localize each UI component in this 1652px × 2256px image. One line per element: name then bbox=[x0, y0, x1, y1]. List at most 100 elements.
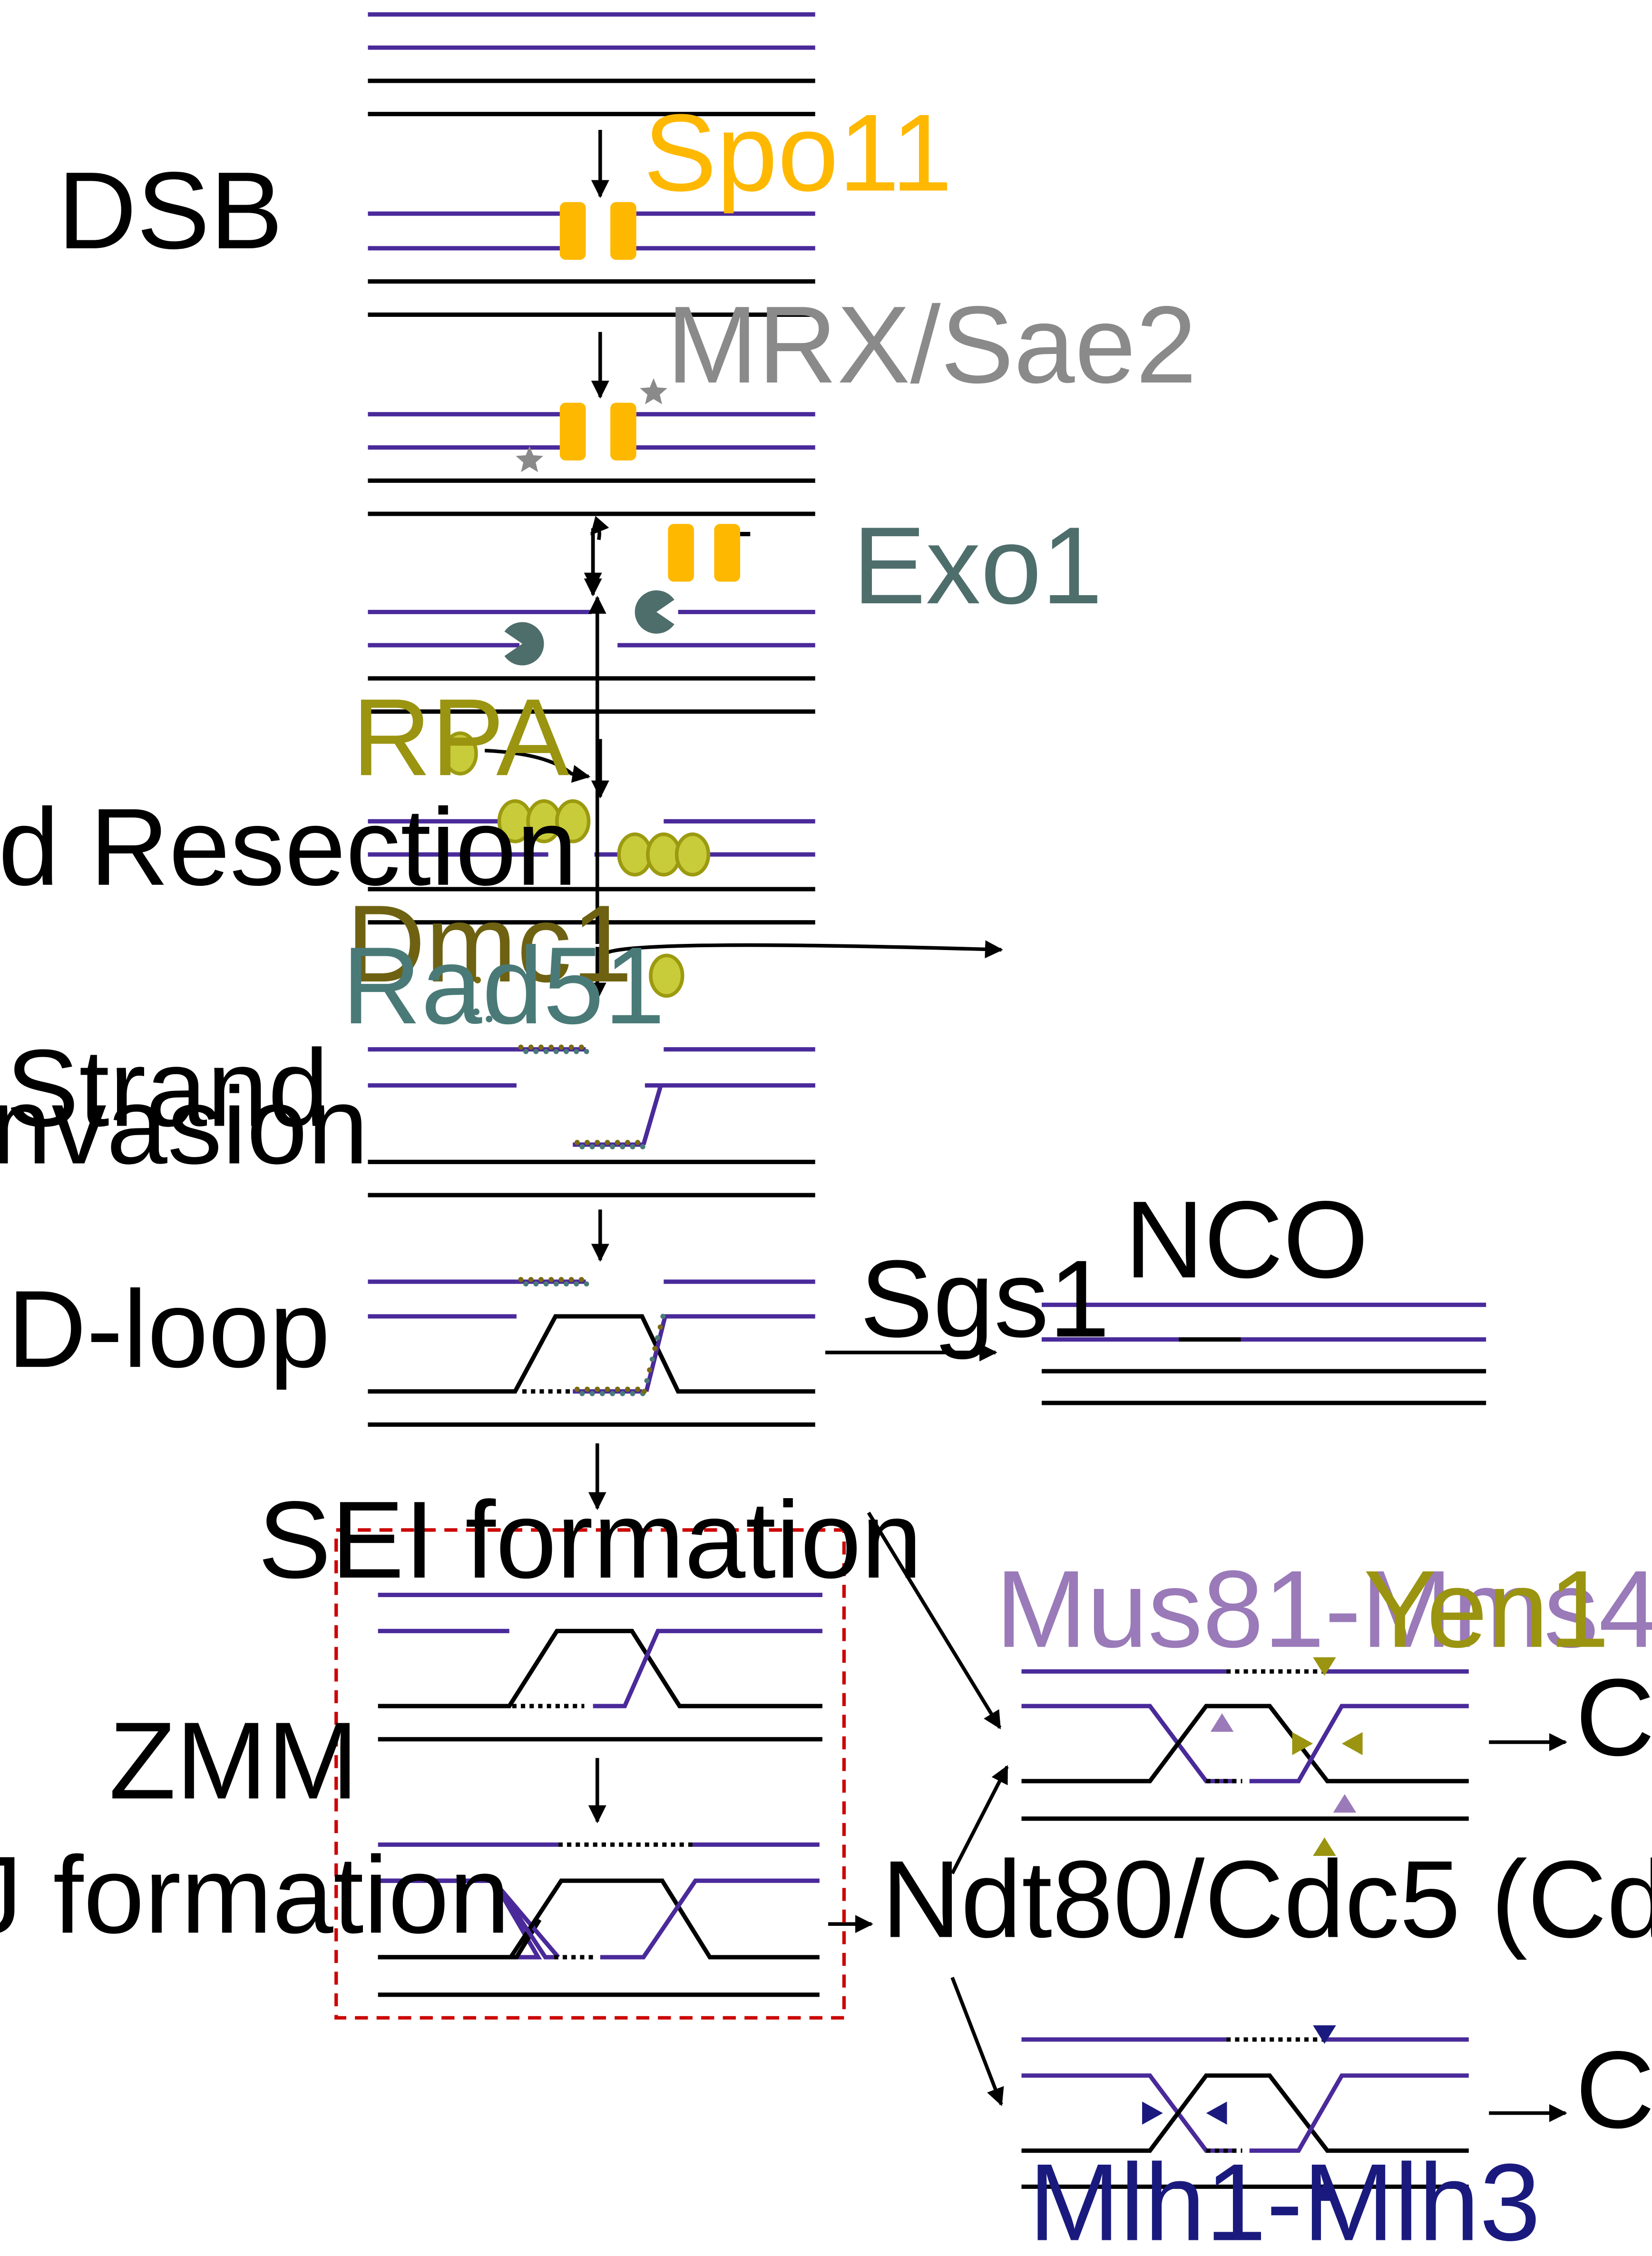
cleavage-arrowhead bbox=[1333, 1794, 1357, 1813]
rad51-dot bbox=[589, 1391, 595, 1396]
dmc1-dot bbox=[548, 1277, 554, 1283]
dmc1-dot bbox=[528, 1277, 534, 1283]
rad51-dot bbox=[599, 1391, 605, 1396]
rad51-dot bbox=[620, 1391, 626, 1396]
dna-strand bbox=[378, 1878, 820, 1960]
rpa-curved-arrow bbox=[484, 748, 591, 783]
rad51-dot bbox=[553, 1049, 559, 1054]
dmc1-legend-dot bbox=[474, 977, 481, 984]
dmc1-dot bbox=[578, 1277, 584, 1283]
rad51-dot bbox=[553, 1281, 559, 1287]
protein-shapes bbox=[442, 202, 1363, 2201]
455-hook bbox=[601, 940, 1003, 959]
label-sgs1: Sgs1 bbox=[860, 1237, 1110, 1360]
label-dhj: dHJ formation bbox=[0, 1833, 510, 1956]
rad51-dot bbox=[523, 1049, 529, 1054]
dmc1-dot bbox=[595, 1139, 600, 1145]
rpa-subunit bbox=[646, 832, 682, 877]
cleavage-arrowhead bbox=[1206, 2101, 1227, 2125]
rad51-dot bbox=[579, 1144, 585, 1149]
dmc1-dot bbox=[605, 1139, 610, 1145]
spo11-subunit bbox=[610, 402, 636, 461]
label-mus81-mms4: Mus81-Mms4 bbox=[996, 1548, 1652, 1670]
label-dloop: D-loop bbox=[7, 1267, 330, 1390]
rpa-subunit bbox=[617, 832, 653, 877]
cleavage-arrowhead bbox=[1210, 1713, 1234, 1732]
dna-strand bbox=[378, 1878, 554, 1960]
dna-strand bbox=[378, 1628, 822, 1708]
dmc1-dot bbox=[518, 1277, 524, 1283]
label-rpa: RPA bbox=[352, 676, 569, 798]
spo11-subunit bbox=[559, 402, 586, 461]
dna-strand bbox=[368, 1314, 815, 1394]
filament-dot bbox=[644, 1378, 650, 1383]
dmc1-dot bbox=[635, 1139, 641, 1145]
dmc1-dot bbox=[568, 1044, 574, 1050]
rad51-dot bbox=[533, 1049, 539, 1054]
spo11-subunit bbox=[668, 524, 694, 582]
cleavage-arrowhead bbox=[1313, 1657, 1336, 1676]
dmc1-dot bbox=[574, 1139, 580, 1145]
dna-strand bbox=[1021, 2073, 1469, 2153]
label-dsb: DSB bbox=[58, 149, 283, 272]
arrow-ndt80-to-mus81 bbox=[950, 1765, 1009, 1874]
invading-strand bbox=[641, 1085, 663, 1146]
rad51-dot bbox=[533, 1281, 539, 1287]
dmc1-legend-dot bbox=[461, 969, 468, 976]
rad51-dot bbox=[610, 1391, 616, 1396]
dna-strand bbox=[593, 1628, 822, 1708]
label-strand-2: invasion bbox=[0, 1064, 369, 1187]
rad51-dot bbox=[630, 1144, 635, 1149]
dmc1-dot bbox=[605, 1386, 610, 1392]
rad51-dot bbox=[543, 1281, 549, 1287]
cleavage-arrowhead bbox=[1313, 1837, 1336, 1856]
filament-dot bbox=[655, 1335, 660, 1341]
rpa-subunit bbox=[674, 832, 711, 877]
mrx-sae2-star bbox=[516, 446, 543, 472]
dna-strand bbox=[600, 1878, 820, 1960]
dmc1-dot bbox=[585, 1386, 590, 1392]
rpa-subunit bbox=[555, 799, 591, 844]
rad51-dot bbox=[574, 1281, 579, 1287]
rad51-dot bbox=[564, 1049, 569, 1054]
rad51-dot bbox=[543, 1049, 549, 1054]
rpa-subunit bbox=[442, 731, 478, 775]
label-yen1: Yen1 bbox=[1363, 1548, 1609, 1670]
rad51-legend-dot bbox=[472, 1008, 479, 1015]
dmc1-dot bbox=[528, 1044, 534, 1050]
label-mrx-sae2: MRX/Sae2 bbox=[666, 283, 1197, 406]
dmc1-dot bbox=[625, 1139, 630, 1145]
rpa-subunit bbox=[649, 953, 684, 998]
label-rad51: Rad51 bbox=[342, 924, 665, 1047]
dmc1-dot bbox=[615, 1139, 620, 1145]
label-nco: NCO bbox=[1125, 1178, 1369, 1301]
label-co-bottom: CO bbox=[1575, 2028, 1652, 2151]
dmc1-dot bbox=[518, 1044, 524, 1050]
dmc1-dot bbox=[585, 1139, 590, 1145]
label-resection: 5’-end Resection bbox=[0, 785, 577, 908]
dna-strand bbox=[1021, 2073, 1237, 2153]
rad51-dot bbox=[574, 1049, 579, 1054]
filament-dot bbox=[652, 1346, 658, 1351]
dna-strand bbox=[1249, 2073, 1469, 2153]
spo11-subunit bbox=[714, 524, 741, 582]
filament-dot bbox=[647, 1367, 653, 1373]
exo1-nuclease bbox=[504, 622, 544, 666]
dmc1-dot bbox=[595, 1386, 600, 1392]
label-spo11: Spo11 bbox=[644, 91, 952, 214]
spo11-subunit bbox=[559, 202, 586, 260]
cleavage-arrowhead bbox=[1313, 2025, 1336, 2044]
filament-dot bbox=[649, 1356, 655, 1362]
rad51-dot bbox=[564, 1281, 569, 1287]
cleavage-arrowhead bbox=[1313, 2182, 1336, 2201]
dmc1-dot bbox=[578, 1044, 584, 1050]
dmc1-dot bbox=[538, 1277, 544, 1283]
dmc1-dot bbox=[625, 1386, 630, 1392]
filament-dot bbox=[660, 1314, 666, 1319]
rad51-dot bbox=[523, 1281, 529, 1287]
cleavage-arrowhead bbox=[1341, 1732, 1363, 1756]
dna-strands bbox=[368, 12, 1486, 2189]
rad51-dot bbox=[589, 1144, 595, 1149]
rad51-dot bbox=[610, 1144, 616, 1149]
